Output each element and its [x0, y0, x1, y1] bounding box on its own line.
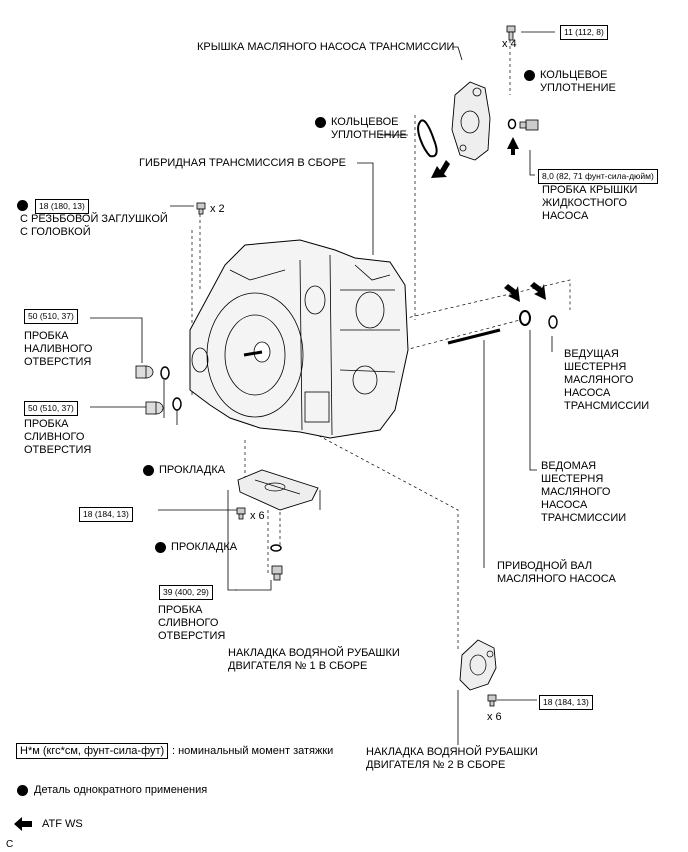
gasket-1-label: ПРОКЛАДКА [159, 464, 226, 476]
torque-jacket1-bolt: 18 (184, 13) [79, 507, 133, 522]
threaded-plug-label: С РЕЗЬБОВОЙ ЗАГЛУШКОЙ С ГОЛОВКОЙ [20, 213, 168, 238]
drive-shaft-label: ПРИВОДНОЙ ВАЛ МАСЛЯНОГО НАСОСА [497, 560, 616, 585]
legend-one-time: Деталь однократного применения [34, 784, 208, 796]
o-ring-right-label: КОЛЬЦЕВОЕ УПЛОТНЕНИЕ [540, 69, 616, 94]
qty-jacket1-bolt: x 6 [250, 510, 265, 522]
drain-plug-2-label: ПРОБКА СЛИВНОГО ОТВЕРСТИЯ [158, 604, 226, 642]
drain-plug-1-label: ПРОБКА СЛИВНОГО ОТВЕРСТИЯ [24, 418, 92, 456]
one-time-use-icon [524, 70, 535, 81]
pump-cover-plug-label: ПРОБКА КРЫШКИ ЖИДКОСТНОГО НАСОСА [542, 184, 638, 222]
one-time-use-icon [17, 785, 28, 796]
legend-torque-unit: Н*м (кгс*см, фунт-сила-фут) [16, 743, 169, 759]
qty-threaded-plug: x 2 [210, 203, 225, 215]
driven-gear-label: ВЕДОМАЯ ШЕСТЕРНЯ МАСЛЯНОГО НАСОСА ТРАНСМ… [541, 460, 627, 524]
torque-threaded-plug: 18 (180, 13) [35, 199, 89, 214]
torque-drain-plug-1: 50 (510, 37) [24, 401, 78, 416]
legend-torque-desc: : номинальный момент затяжки [172, 745, 334, 757]
hybrid-transmission-label: ГИБРИДНАЯ ТРАНСМИССИЯ В СБОРЕ [139, 157, 347, 169]
oil-pump-cover-label: КРЫШКА МАСЛЯНОГО НАСОСА ТРАНСМИССИИ [197, 41, 455, 53]
corner-letter: C [6, 839, 14, 850]
legend-atf: ATF WS [42, 818, 83, 830]
filler-plug-label: ПРОБКА НАЛИВНОГО ОТВЕРСТИЯ [24, 330, 93, 368]
water-jacket-1-label: НАКЛАДКА ВОДЯНОЙ РУБАШКИ ДВИГАТЕЛЯ № 1 В… [228, 647, 400, 672]
torque-jacket2-bolt: 18 (184, 13) [539, 695, 593, 710]
water-jacket-2-label: НАКЛАДКА ВОДЯНОЙ РУБАШКИ ДВИГАТЕЛЯ № 2 В… [366, 746, 538, 771]
drive-gear-label: ВЕДУЩАЯ ШЕСТЕРНЯ МАСЛЯНОГО НАСОСА ТРАНСМ… [564, 348, 650, 412]
o-ring-left-label: КОЛЬЦЕВОЕ УПЛОТНЕНИЕ [331, 116, 407, 141]
qty-jacket2-bolt: x 6 [487, 711, 502, 723]
torque-pump-cover-plug: 8,0 (82, 71 фунт-сила-дюйм) [538, 169, 658, 184]
torque-drain-plug-2: 39 (400, 29) [159, 585, 213, 600]
torque-filler-plug: 50 (510, 37) [24, 309, 78, 324]
one-time-use-icon [155, 542, 166, 553]
gasket-2-label: ПРОКЛАДКА [171, 541, 238, 553]
one-time-use-icon [143, 465, 154, 476]
qty-pump-cover-bolt: x 4 [502, 38, 517, 50]
torque-pump-cover-bolt: 11 (112, 8) [560, 25, 608, 40]
one-time-use-icon [17, 200, 28, 211]
one-time-use-icon [315, 117, 326, 128]
